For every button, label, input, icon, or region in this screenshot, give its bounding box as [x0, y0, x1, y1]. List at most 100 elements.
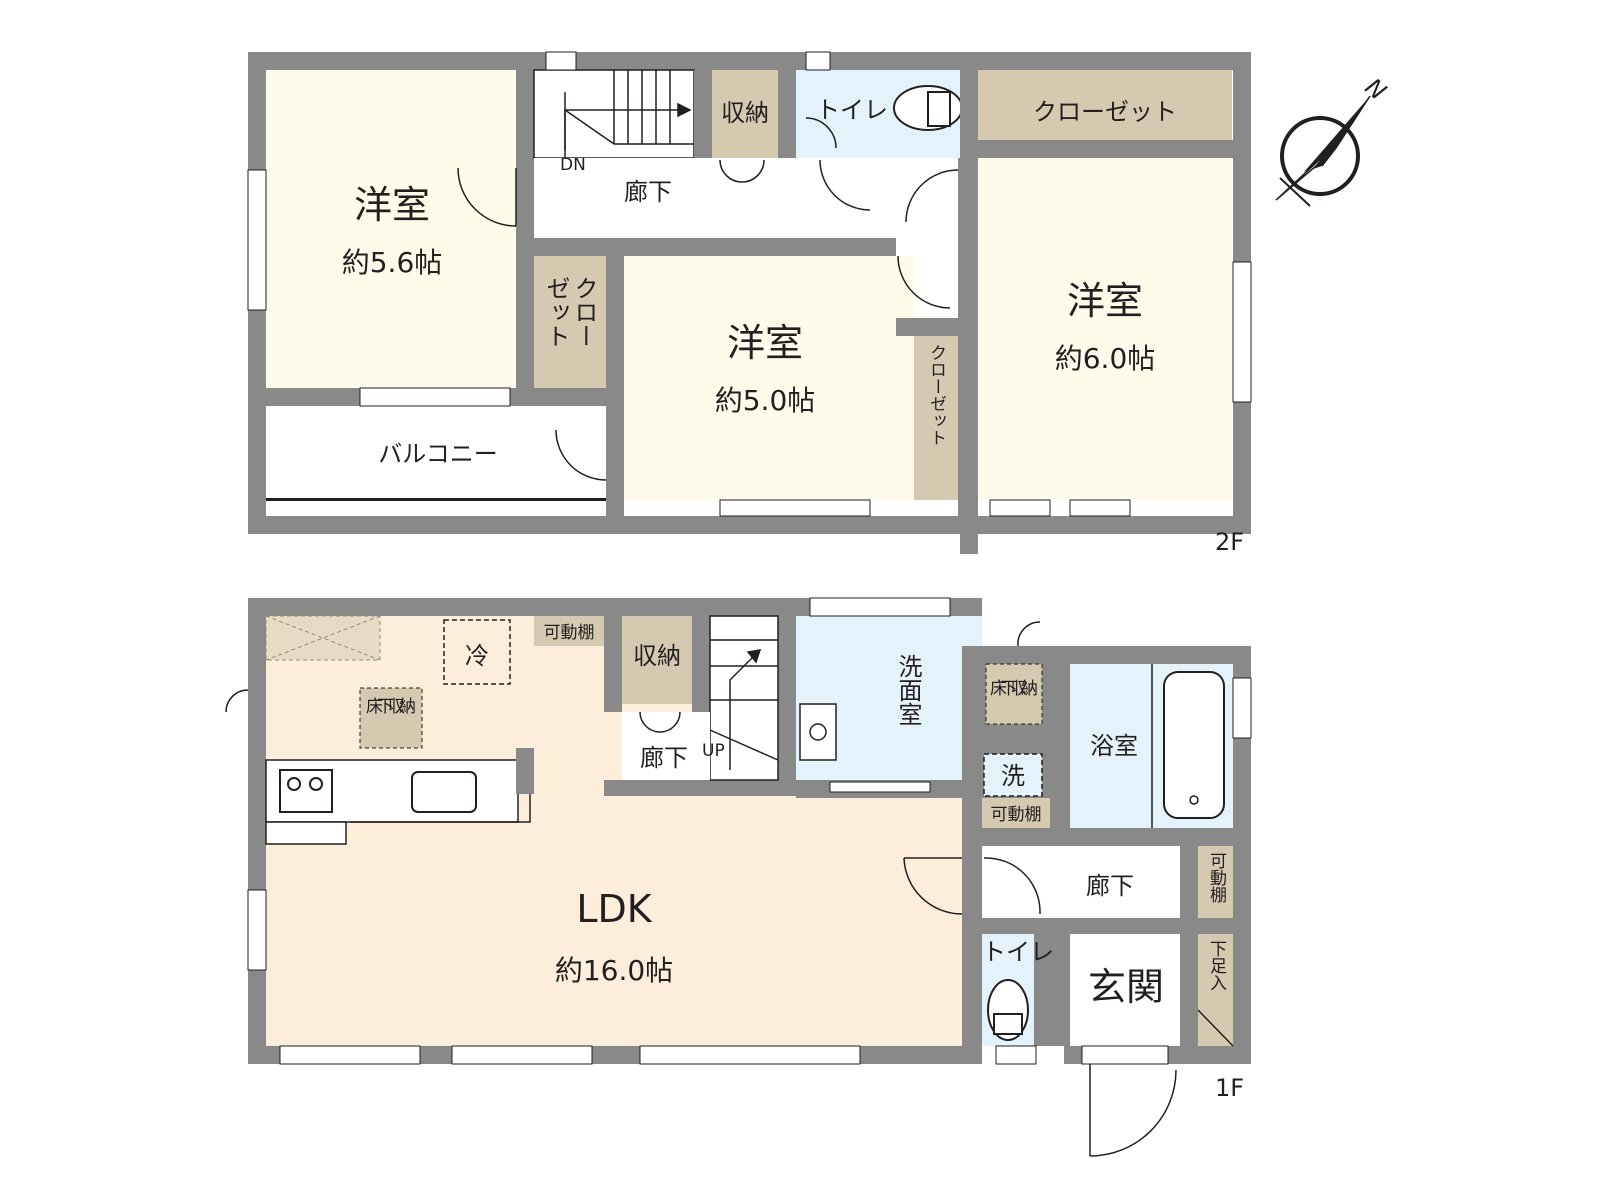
storage-2f-wall-right: [778, 70, 796, 160]
center-bedroom-wall-top: [606, 238, 896, 256]
washer: [983, 753, 1043, 797]
closet-west-col2: ゼット: [542, 276, 570, 348]
fridge: [443, 619, 511, 685]
closet-west-wall: [534, 238, 624, 256]
toilet-2f-wall-right: [960, 70, 978, 160]
fridge-label: 冷: [465, 642, 489, 670]
floor-label-1f: 1F: [1215, 1074, 1244, 1102]
storage-2f-label: 収納: [721, 99, 769, 127]
center-bedroom-area: 約5.0帖: [715, 384, 816, 417]
closet-center-wall: [896, 318, 976, 336]
wash-basin: [799, 703, 837, 761]
west-bedroom-name: 洋室: [354, 183, 430, 227]
underfloor-kitchen-label: 床下収納: [366, 697, 416, 717]
compass-icon: N: [1275, 73, 1392, 207]
shelf-hall: [1198, 846, 1233, 918]
ldk-wall-right: [962, 846, 982, 1064]
hallway-2f-label: 廊下: [624, 178, 672, 206]
center-bedroom-wall-left: [606, 406, 624, 516]
shelf-kitchen: [534, 616, 604, 646]
washer-label: 洗: [1001, 762, 1025, 790]
shelf-hall-label: 可動棚: [1206, 852, 1227, 904]
toilet-1f-wall: [1034, 934, 1052, 1046]
hallway-entry: [982, 846, 1180, 918]
first-floor: 冷 床下収納 可動棚 床下収納 洗: [225, 597, 1252, 1157]
second-floor: 洋室 約5.6帖 洋室 約5.0帖 洋室 約6.0帖 バルコニー 廊下 収納 ト…: [247, 51, 1252, 556]
toilet-tank-1f: [993, 1013, 1023, 1035]
storage-1f-wall: [692, 616, 710, 712]
toilet-tank-2f: [927, 91, 951, 127]
west-bedroom-area: 約5.6帖: [342, 246, 443, 279]
underfloor-wash-label: 床下収納: [990, 679, 1038, 699]
entrance: [1070, 934, 1180, 1046]
hallway-2f: [534, 158, 964, 238]
sink: [411, 771, 477, 813]
hall-wall-bottom: [982, 918, 1251, 934]
wall-1f-b: [604, 780, 796, 796]
shelf-hall-wall: [1180, 846, 1198, 918]
windows-2f: [247, 51, 1252, 517]
washroom-label: 洗面室: [894, 654, 922, 726]
closet-top-wall: [978, 140, 1233, 158]
closet-west: [534, 256, 606, 388]
balcony-label: バルコニー: [378, 440, 498, 468]
west-bedroom-wall-right: [516, 70, 534, 400]
entrance-wall-right: [1180, 934, 1198, 1046]
wash-wall-right: [962, 646, 982, 846]
bath-wall-bottom: [982, 828, 1251, 846]
kitchen-counter-ext: [265, 821, 347, 845]
stairs-2f-direction: DN: [560, 155, 586, 175]
closet-top-label: クローゼット: [1033, 98, 1177, 126]
storage-1f: [622, 616, 692, 704]
shelf-laundry: [982, 798, 1050, 828]
hallway-stairs-label: 廊下: [640, 744, 688, 772]
burner-right: [309, 777, 323, 791]
pantry-box: [265, 615, 381, 661]
toilet-2f-label: トイレ: [816, 96, 888, 124]
counter-wall-stub: [516, 748, 534, 794]
stove: [279, 769, 333, 813]
entrance-wall-left: [1052, 934, 1070, 1046]
bathtub: [1163, 671, 1225, 819]
east-wall-stub: [960, 516, 978, 554]
compass-north-label: N: [1360, 73, 1392, 106]
balcony: [266, 406, 606, 498]
windows-1f: [247, 597, 1252, 1065]
east-bedroom-name: 洋室: [1067, 279, 1143, 323]
storage-1f-label: 収納: [633, 642, 681, 670]
shoe-box-label: 下足入: [1206, 940, 1227, 991]
hallway-1f-stairs: [622, 712, 710, 780]
stair-treads-2f: [564, 70, 694, 158]
toilet-1f-label: トイレ: [982, 938, 1054, 966]
wash-window: [829, 781, 931, 793]
east-bedroom: [978, 158, 1232, 500]
closet-west-col1: クロー: [570, 276, 598, 348]
doors-2f: [457, 117, 959, 481]
hallway-entry-label: 廊下: [1086, 872, 1134, 900]
underfloor-storage-wash: [985, 663, 1043, 725]
floor-label-2f: 2F: [1215, 528, 1244, 556]
bath-wall-left: [1052, 646, 1070, 846]
center-bedroom: [624, 256, 914, 500]
storage-2f: [712, 70, 778, 158]
bath-label: 浴室: [1090, 732, 1138, 760]
east-wall-divider: [958, 158, 978, 516]
stairs-1f: [709, 615, 779, 781]
ldk-name: LDK: [576, 887, 652, 931]
shelf-laundry-label: 可動棚: [991, 805, 1042, 825]
shelf-kitchen-label: 可動棚: [544, 623, 595, 643]
storage-2f-wall-left: [694, 70, 712, 160]
wall-1f-c: [778, 598, 796, 796]
closet-west-wall-right: [606, 238, 624, 406]
ldk-area: 約16.0帖: [555, 954, 673, 987]
wall-1f-a: [604, 616, 622, 712]
doors-1f: [225, 621, 1177, 1157]
closet-center: [914, 336, 958, 500]
entrance-label: 玄関: [1088, 965, 1164, 1009]
closet-top: [978, 70, 1232, 140]
closet-center-label: クローゼット: [926, 344, 946, 446]
stairs-1f-direction: UP: [702, 741, 725, 761]
underfloor-storage-kitchen: [359, 687, 423, 749]
balcony-rail: [266, 498, 606, 501]
